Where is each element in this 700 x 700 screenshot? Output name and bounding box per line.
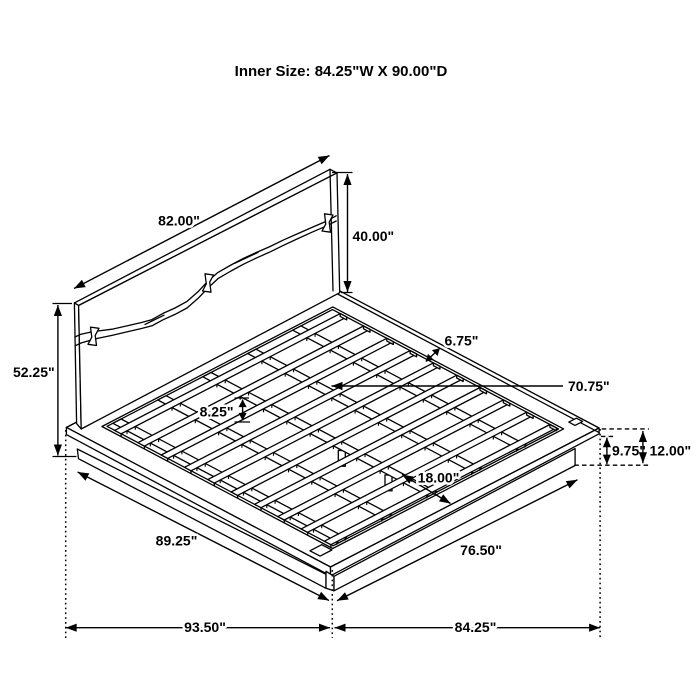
dim-label-d7075: 70.75" [568, 378, 610, 394]
slat-end-right [549, 423, 558, 432]
dim-label-d5225: 52.25" [13, 364, 55, 380]
dim-label-d825: 8.25" [200, 404, 234, 420]
dimension-annotations: 82.00" 40.00" 52.25" 6.75" 70.75" 8.25" … [10, 154, 692, 638]
dim-arrow-765 [336, 479, 578, 602]
rim-notch-foot [309, 544, 333, 557]
dim-arrow-5225 [53, 305, 62, 456]
slab-right-bottom-edge [336, 293, 600, 434]
dim-arrow-8925 [77, 471, 330, 602]
deck-slats [113, 312, 558, 548]
dim-arrow-675 [425, 347, 441, 363]
seam-left-notch-bottom [74, 342, 82, 347]
seam-bowtie-1 [87, 326, 100, 347]
dim-label-d12: 12.00" [650, 443, 692, 459]
deck [101, 306, 584, 557]
slat-end-right [386, 337, 394, 346]
dim-arrow-935 [65, 623, 330, 632]
slat-end-right [339, 312, 348, 321]
bed-drawing [65, 168, 600, 592]
dim-arrow-82 [73, 154, 330, 290]
dim-label-d765: 76.50" [460, 542, 502, 558]
seam-bowtie-3 [321, 213, 334, 233]
slat-end-right [362, 325, 371, 333]
seam-sliver-1 [144, 314, 165, 326]
dim-leader-7075 [331, 381, 563, 391]
dim-arrow-825 [238, 399, 247, 421]
dim-label-d935: 93.50" [184, 619, 226, 635]
slat-end-right [456, 374, 464, 383]
seam-sliver-2 [234, 251, 259, 264]
dim-label-d40: 40.00" [353, 228, 395, 244]
inner-size-title: Inner Size: 84.25"W X 90.00"D [235, 63, 448, 80]
construction-lines [64, 428, 649, 638]
base-box [76, 447, 576, 592]
dim-label-d82: 82.00" [158, 213, 200, 229]
headboard-seam-top [80, 215, 337, 335]
slab-foot-band [329, 427, 600, 577]
dim-arrow-12 [638, 431, 647, 464]
seam-left-notch-top [74, 333, 82, 338]
dim-label-d675: 6.75" [445, 332, 479, 348]
dim-arrow-40 [343, 174, 352, 292]
dim-label-d8925: 89.25" [156, 533, 198, 549]
headboard-right-back-edge [329, 168, 334, 292]
rim-notch-right [568, 417, 584, 427]
slat-stringer-ticks [126, 333, 526, 545]
far-left-edge-sliver [65, 421, 77, 429]
headboard-seam-bottom [80, 220, 337, 344]
dim-label-d975: 9.75" [612, 443, 646, 459]
slat-end-right [409, 349, 418, 358]
slat-end-right [432, 362, 441, 370]
dim-label-d18: 18.00" [418, 470, 460, 486]
dim-arrow-975 [602, 437, 611, 465]
dim-arrow-18 [401, 473, 451, 505]
headboard-front-face [77, 172, 341, 430]
slat-end-right [502, 399, 511, 407]
dim-arrow-8425 [334, 623, 601, 632]
slat-end-right [479, 386, 488, 395]
slat-end-right [525, 411, 534, 420]
dim-label-d8425: 84.25" [455, 619, 497, 635]
seam-bowtie-2 [201, 273, 215, 293]
